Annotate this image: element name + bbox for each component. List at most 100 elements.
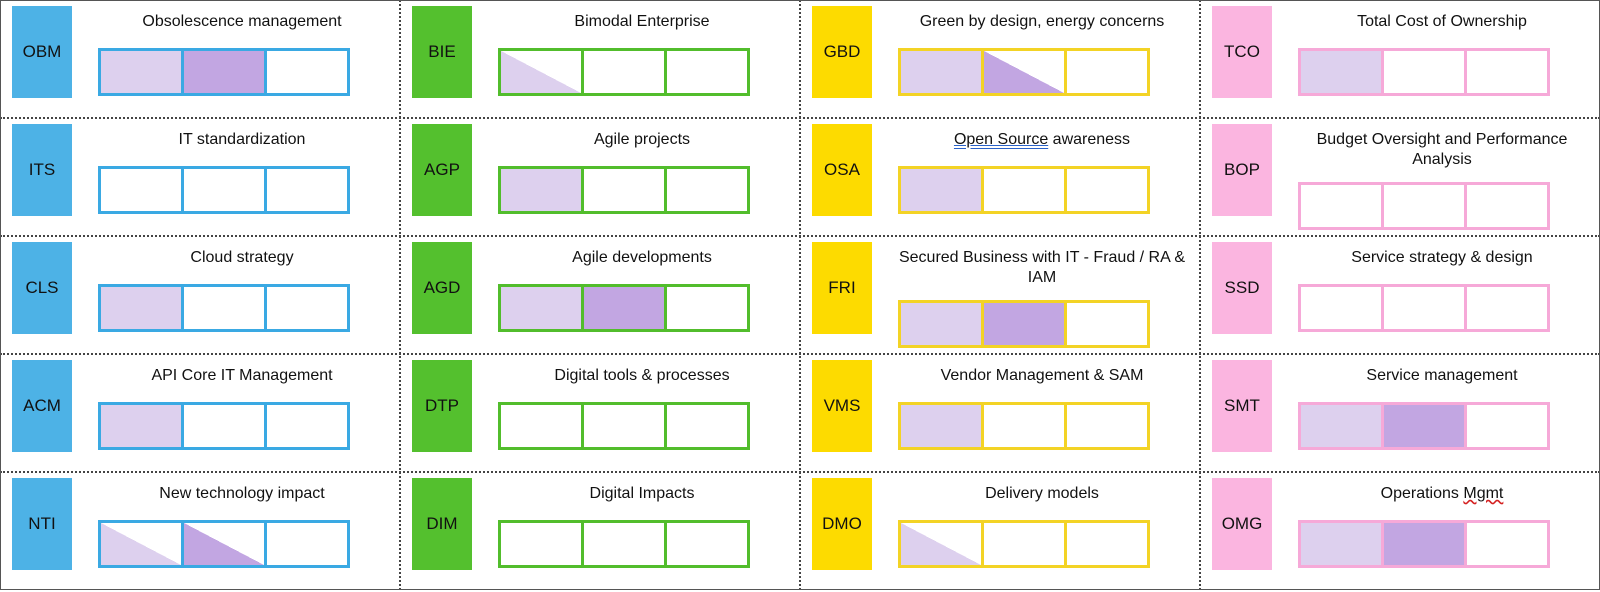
capability-card-vms[interactable]: VMS Vendor Management & SAM bbox=[802, 356, 1200, 474]
maturity-level-bar bbox=[498, 520, 750, 568]
maturity-level-segment-2 bbox=[981, 169, 1064, 211]
capability-code-badge: SMT bbox=[1212, 360, 1272, 452]
maturity-level-segment-2 bbox=[981, 51, 1064, 93]
capability-card-dmo[interactable]: DMO Delivery models bbox=[802, 474, 1200, 592]
capability-title: Total Cost of Ownership bbox=[1357, 13, 1527, 30]
maturity-level-segment-1 bbox=[501, 51, 581, 93]
capability-card-nti[interactable]: NTI New technology impact bbox=[2, 474, 400, 592]
capability-title: API Core IT Management bbox=[151, 367, 333, 384]
capability-code-badge: FRI bbox=[812, 242, 872, 334]
capability-title: Delivery models bbox=[985, 485, 1099, 502]
maturity-level-segment-2 bbox=[581, 405, 664, 447]
maturity-level-segment-1 bbox=[1301, 51, 1381, 93]
capability-title: Open Source awareness bbox=[892, 130, 1192, 150]
maturity-level-segment-2 bbox=[1381, 185, 1464, 227]
maturity-level-segment-2 bbox=[1381, 287, 1464, 329]
capability-code-badge: CLS bbox=[12, 242, 72, 334]
capability-title: Operations Mgmt bbox=[1292, 484, 1592, 504]
maturity-level-segment-3 bbox=[264, 405, 347, 447]
maturity-level-segment-1 bbox=[501, 169, 581, 211]
column-divider bbox=[799, 0, 801, 590]
maturity-level-segment-1 bbox=[901, 51, 981, 93]
capability-title: Digital Impacts bbox=[589, 485, 695, 502]
capability-title: New technology impact bbox=[159, 485, 325, 502]
maturity-level-segment-1 bbox=[1301, 287, 1381, 329]
maturity-level-segment-3 bbox=[264, 287, 347, 329]
capability-card-tco[interactable]: TCO Total Cost of Ownership bbox=[1202, 2, 1600, 120]
capability-code-badge: VMS bbox=[812, 360, 872, 452]
capability-code-badge: BOP bbox=[1212, 124, 1272, 216]
maturity-level-bar bbox=[498, 166, 750, 214]
maturity-level-segment-2 bbox=[981, 523, 1064, 565]
maturity-level-segment-3 bbox=[1064, 303, 1147, 345]
capability-code-badge: TCO bbox=[1212, 6, 1272, 98]
capability-code-badge: NTI bbox=[12, 478, 72, 570]
maturity-level-segment-3 bbox=[664, 287, 747, 329]
capability-title-part: Open Source bbox=[953, 131, 1049, 148]
maturity-level-segment-1 bbox=[101, 405, 181, 447]
column-divider bbox=[1199, 0, 1201, 590]
maturity-level-segment-3 bbox=[1464, 523, 1547, 565]
maturity-level-bar bbox=[98, 402, 350, 450]
maturity-level-segment-2 bbox=[181, 405, 264, 447]
maturity-level-segment-2 bbox=[981, 405, 1064, 447]
maturity-level-bar bbox=[98, 284, 350, 332]
maturity-level-segment-3 bbox=[1064, 51, 1147, 93]
capability-title: Secured Business with IT - Fraud / RA & … bbox=[898, 249, 1186, 286]
maturity-level-segment-2 bbox=[181, 169, 264, 211]
capability-card-fri[interactable]: FRI Secured Business with IT - Fraud / RA… bbox=[802, 238, 1200, 356]
maturity-level-segment-1 bbox=[1301, 185, 1381, 227]
maturity-level-segment-1 bbox=[101, 287, 181, 329]
capability-title: Digital tools & processes bbox=[554, 367, 730, 384]
capability-code-badge: GBD bbox=[812, 6, 872, 98]
maturity-level-segment-2 bbox=[581, 51, 664, 93]
maturity-level-bar bbox=[1298, 402, 1550, 450]
capability-code-badge: ITS bbox=[12, 124, 72, 216]
capability-code-badge: BIE bbox=[412, 6, 472, 98]
capability-code-badge: DMO bbox=[812, 478, 872, 570]
maturity-level-bar bbox=[498, 402, 750, 450]
maturity-level-segment-2 bbox=[581, 523, 664, 565]
maturity-level-segment-3 bbox=[1064, 523, 1147, 565]
maturity-level-bar bbox=[98, 520, 350, 568]
capability-code-badge: OBM bbox=[12, 6, 72, 98]
maturity-level-bar bbox=[898, 520, 1150, 568]
capability-code-badge: AGP bbox=[412, 124, 472, 216]
capability-title: Obsolescence management bbox=[142, 13, 342, 30]
maturity-level-segment-1 bbox=[901, 303, 981, 345]
maturity-level-segment-1 bbox=[901, 523, 981, 565]
maturity-level-segment-1 bbox=[101, 523, 181, 565]
capability-title: Vendor Management & SAM bbox=[940, 367, 1144, 384]
maturity-level-segment-1 bbox=[501, 405, 581, 447]
capability-card-osa[interactable]: OSA Open Source awareness bbox=[802, 120, 1200, 238]
maturity-level-bar bbox=[498, 284, 750, 332]
maturity-level-segment-3 bbox=[1464, 405, 1547, 447]
maturity-level-bar bbox=[1298, 182, 1550, 230]
maturity-level-bar bbox=[1298, 284, 1550, 332]
maturity-level-segment-3 bbox=[264, 169, 347, 211]
maturity-level-bar bbox=[1298, 48, 1550, 96]
capability-title: Service strategy & design bbox=[1351, 249, 1533, 266]
capability-code-badge: OSA bbox=[812, 124, 872, 216]
maturity-level-segment-3 bbox=[664, 51, 747, 93]
capability-title-part: awareness bbox=[1048, 131, 1131, 148]
capability-title: Agile developments bbox=[572, 249, 712, 266]
maturity-level-segment-1 bbox=[501, 523, 581, 565]
capability-title: Budget Oversight and Performance Analysi… bbox=[1316, 131, 1568, 168]
capability-card-obm[interactable]: OBM Obsolescence management bbox=[2, 2, 400, 120]
maturity-level-segment-2 bbox=[181, 287, 264, 329]
capability-card-bop[interactable]: BOP Budget Oversight and Performance Anal… bbox=[1202, 120, 1600, 238]
